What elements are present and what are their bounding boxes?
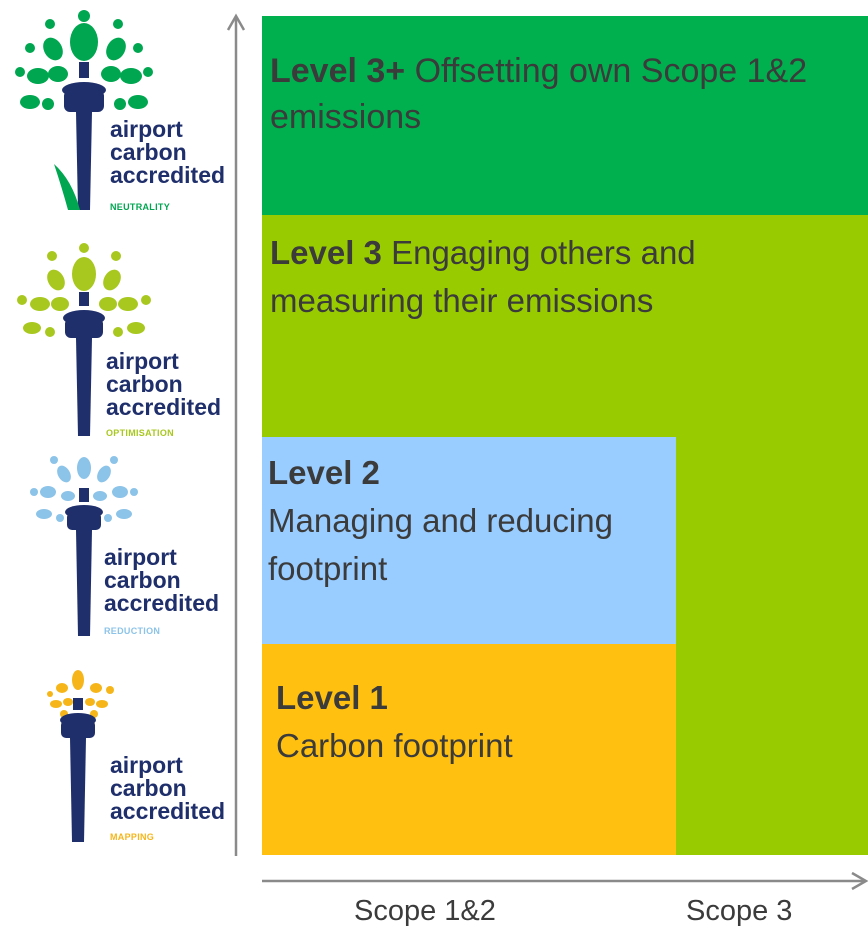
logo-mapping-line1: airport <box>110 752 183 778</box>
logo-neutrality-line1: airport <box>110 116 183 142</box>
level-1-description: Carbon footprint <box>276 727 513 764</box>
level-2-name: Level 2 <box>268 454 380 491</box>
x-label-scope-3: Scope 3 <box>686 895 793 927</box>
level-1-block: Level 1 Carbon footprint <box>262 644 676 855</box>
logo-optimisation-sub: OPTIMISATION <box>106 428 174 438</box>
logo-reduction-line1: airport <box>104 544 177 570</box>
logo-mapping-sub: MAPPING <box>110 832 155 842</box>
logo-reduction-sub: REDUCTION <box>104 626 161 636</box>
logo-reduction-line2: carbon <box>104 567 181 593</box>
logo-neutrality-line2: carbon <box>110 139 187 165</box>
logo-mapping-line2: carbon <box>110 775 187 801</box>
level-3-plus-name: Level 3+ <box>270 52 415 90</box>
y-axis-arrowhead <box>226 13 246 31</box>
tower-tree-icon-yellow <box>47 670 114 842</box>
logo-neutrality-line3: accredited <box>110 162 226 188</box>
level-3-name: Level 3 <box>270 234 392 271</box>
logo-optimisation-line2: carbon <box>106 371 183 397</box>
level-3-plus-block: Level 3+ Offsetting own Scope 1&2 emissi… <box>262 16 868 215</box>
level-3-plus-description: Offsetting own Scope 1&2 emissions <box>270 52 808 136</box>
logo-optimisation: airport carbon accredited OPTIMISATION <box>10 240 232 440</box>
tower-tree-icon-dark-green <box>15 10 153 210</box>
logo-optimisation-line1: airport <box>106 348 179 374</box>
level-1-name: Level 1 <box>276 679 388 716</box>
logo-neutrality: airport carbon accredited NEUTRALITY <box>6 4 228 216</box>
level-2-block: Level 2 Managing and reducing footprint <box>262 437 676 644</box>
tower-tree-icon-blue <box>30 456 138 636</box>
level-2-description: Managing and reducing footprint <box>268 502 613 587</box>
logo-mapping: airport carbon accredited MAPPING <box>46 668 236 848</box>
logo-reduction: airport carbon accredited REDUCTION <box>24 452 230 642</box>
level-3-description: Engaging others and measuring their emis… <box>270 234 696 319</box>
logo-neutrality-sub: NEUTRALITY <box>110 202 170 212</box>
tower-tree-icon-lime <box>17 243 151 436</box>
logo-reduction-line3: accredited <box>104 590 220 616</box>
x-label-scope-1-2: Scope 1&2 <box>354 895 496 927</box>
x-axis-arrowhead <box>851 871 868 891</box>
logo-mapping-line3: accredited <box>110 798 226 824</box>
logo-optimisation-line3: accredited <box>106 394 222 420</box>
